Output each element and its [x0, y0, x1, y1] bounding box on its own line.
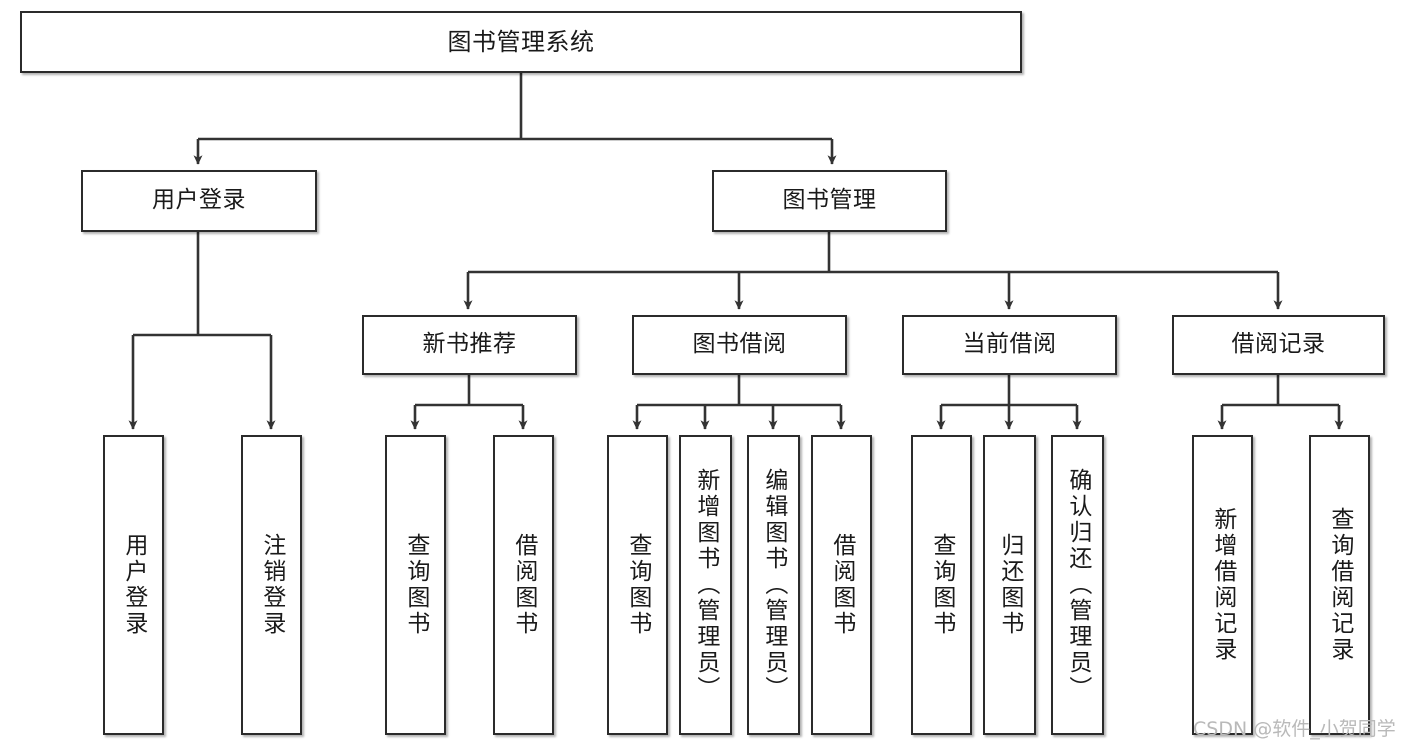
node-label: 注销登录	[258, 533, 285, 637]
csdn-watermark: CSDN @软件_小贺同学	[1193, 718, 1396, 740]
node-label: 新增借阅记录	[1209, 507, 1236, 663]
node-label: 借阅图书	[510, 533, 537, 637]
node-label: 用户登录	[152, 187, 246, 214]
node-current-borrow[interactable]: 当前借阅	[902, 315, 1117, 375]
node-label: 查询借阅记录	[1326, 507, 1353, 663]
leaf-borrow-query-book[interactable]: 查询图书	[607, 435, 668, 735]
node-label: 查询图书	[402, 533, 429, 637]
leaf-user-login-logout[interactable]: 注销登录	[241, 435, 302, 735]
node-label: 图书管理	[782, 187, 877, 214]
leaf-current-confirm-return-admin[interactable]: 确认归还（管理员）	[1051, 435, 1104, 735]
leaf-record-query-record[interactable]: 查询借阅记录	[1309, 435, 1370, 735]
node-label: 借阅记录	[1231, 331, 1326, 358]
node-user-login[interactable]: 用户登录	[81, 170, 317, 232]
leaf-user-login-login[interactable]: 用户登录	[103, 435, 164, 735]
node-label: 编辑图书（管理员）	[760, 468, 787, 702]
leaf-current-return-book[interactable]: 归还图书	[983, 435, 1036, 735]
node-root-book-management-system[interactable]: 图书管理系统	[20, 11, 1022, 73]
node-label: 新增图书（管理员）	[692, 468, 719, 702]
node-label: 归还图书	[996, 533, 1023, 637]
node-borrow-record[interactable]: 借阅记录	[1172, 315, 1385, 375]
node-label: 查询图书	[624, 533, 651, 637]
node-label: 图书借阅	[692, 331, 787, 358]
leaf-new-book-borrow-book[interactable]: 借阅图书	[493, 435, 554, 735]
leaf-borrow-add-book-admin[interactable]: 新增图书（管理员）	[679, 435, 732, 735]
leaf-current-query-book[interactable]: 查询图书	[911, 435, 972, 735]
leaf-record-add-record[interactable]: 新增借阅记录	[1192, 435, 1253, 735]
node-label: 用户登录	[120, 533, 147, 637]
node-label: 查询图书	[928, 533, 955, 637]
node-book-management[interactable]: 图书管理	[712, 170, 947, 232]
leaf-borrow-edit-book-admin[interactable]: 编辑图书（管理员）	[747, 435, 800, 735]
node-label: 借阅图书	[828, 533, 855, 637]
node-label: 确认归还（管理员）	[1064, 468, 1091, 702]
node-new-book-recommend[interactable]: 新书推荐	[362, 315, 577, 375]
leaf-new-book-query-book[interactable]: 查询图书	[385, 435, 446, 735]
node-label: 新书推荐	[422, 331, 517, 358]
leaf-borrow-borrow-book[interactable]: 借阅图书	[811, 435, 872, 735]
node-label: 当前借阅	[962, 331, 1057, 358]
node-label: 图书管理系统	[447, 27, 595, 56]
node-book-borrow[interactable]: 图书借阅	[632, 315, 847, 375]
